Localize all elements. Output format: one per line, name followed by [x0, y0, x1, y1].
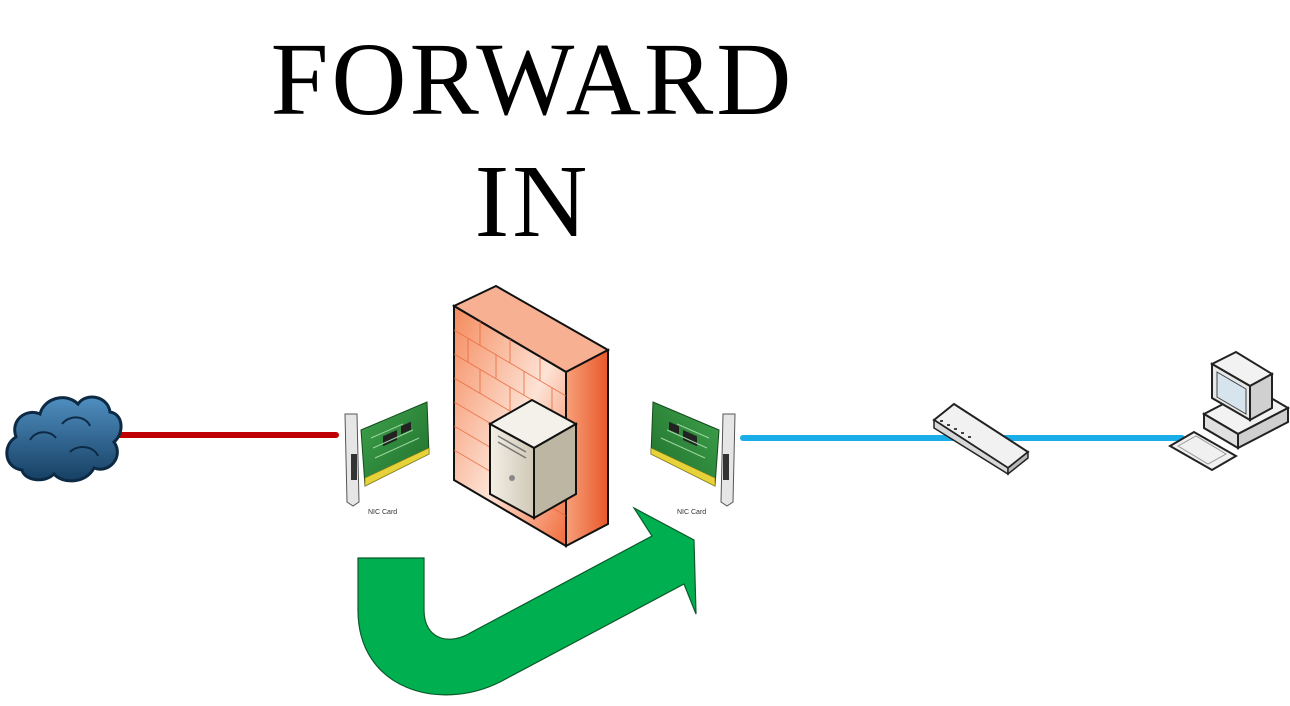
nic-card-icon: [344, 401, 430, 507]
nic-card-icon: [650, 401, 736, 507]
server-icon: [487, 398, 579, 520]
workstation-icon: [1168, 350, 1290, 472]
title-line-2: IN: [474, 144, 591, 259]
internet-cloud-icon: [5, 395, 123, 483]
title-line-1: FORWARD: [270, 22, 795, 137]
forward-arrow-icon: [357, 506, 697, 696]
network-switch-icon: [932, 402, 1030, 476]
nic-card-label-right: NIC Card: [677, 509, 707, 516]
nic-card-label-left: NIC Card: [368, 509, 398, 516]
